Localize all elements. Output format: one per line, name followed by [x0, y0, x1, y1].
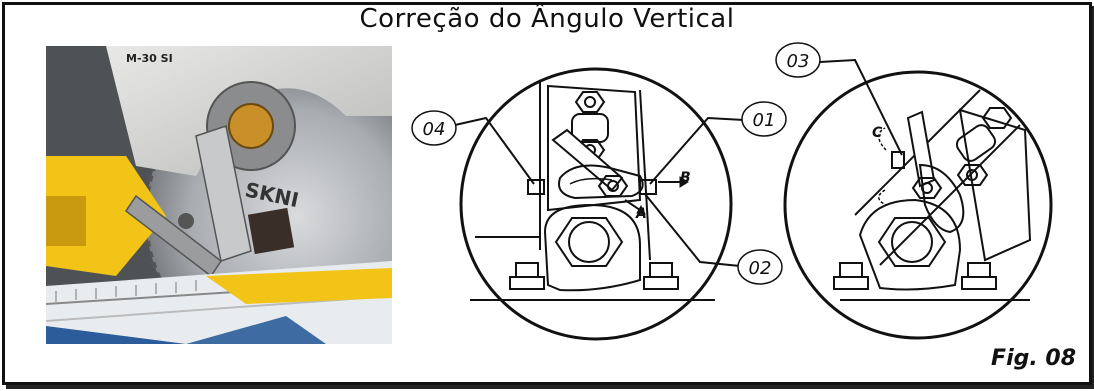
callout-02: 02: [737, 249, 783, 285]
arbor-nut: [228, 103, 274, 149]
rotation-arrow-c: [878, 127, 887, 206]
adjustment-arrows-left: [624, 176, 689, 215]
figure-title: Correção do Ângulo Vertical: [359, 4, 735, 34]
svg-text:02: 02: [749, 258, 772, 279]
callout-01: 01: [741, 101, 787, 137]
arrow-label-b: B: [680, 170, 691, 186]
callout-03: 03: [775, 42, 821, 78]
callout-leaders: [454, 58, 903, 267]
saw-photo: M-30 SI SKNI: [46, 46, 392, 344]
guard-label: M-30 SI: [126, 52, 173, 65]
saw-photo-illustration: M-30 SI SKNI: [46, 46, 392, 344]
arrow-label-a: A: [635, 206, 647, 222]
callout-04: 04: [411, 110, 457, 146]
figure-label: Fig. 08: [991, 346, 1076, 371]
try-square: [195, 125, 252, 262]
arrow-label-c: C: [872, 125, 883, 141]
detail-circle-left: [459, 67, 733, 341]
svg-text:01: 01: [753, 110, 776, 131]
svg-text:03: 03: [787, 51, 810, 72]
detail-circle-right: [783, 70, 1053, 340]
svg-text:04: 04: [423, 119, 446, 140]
blade-guard: [106, 46, 392, 176]
